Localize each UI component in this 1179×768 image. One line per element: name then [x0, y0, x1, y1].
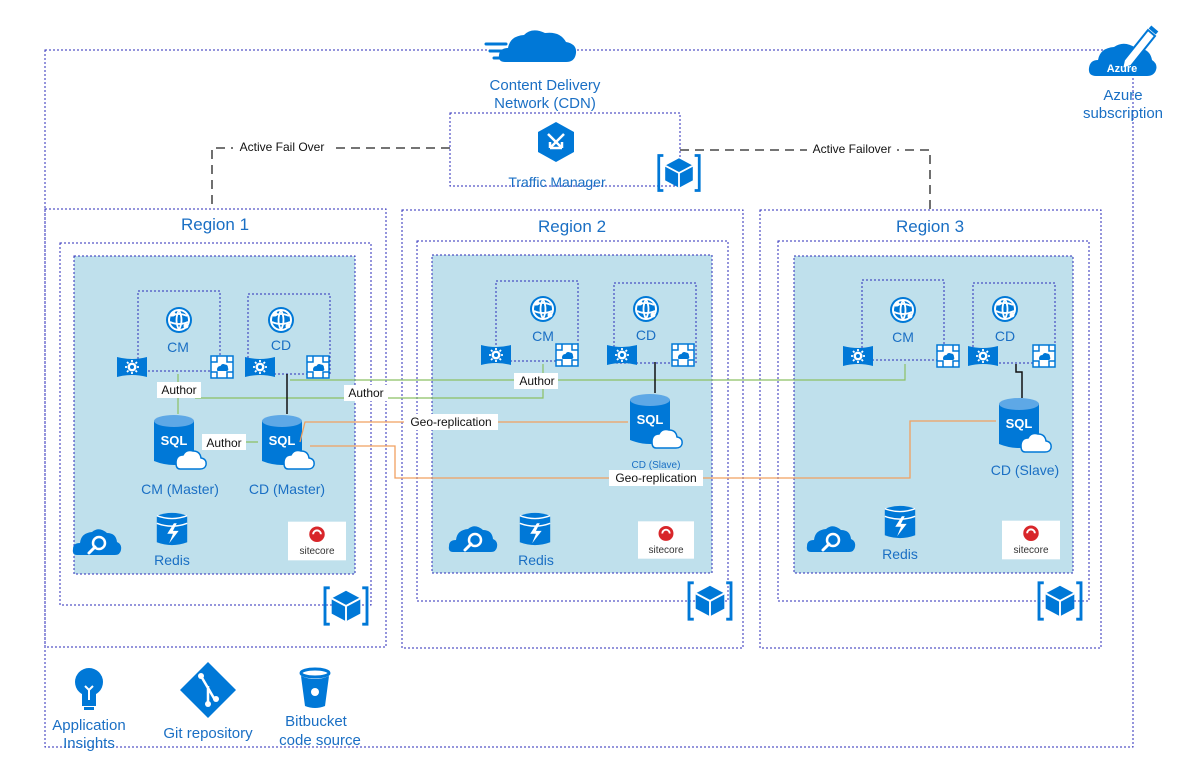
sitecore-label: sitecore — [299, 546, 334, 557]
cm-label: CM — [167, 339, 189, 355]
cdn-label-line1: Content Delivery — [490, 77, 601, 94]
failover-right-label: Active Failover — [813, 142, 892, 156]
bitbucket-label-2: code source — [279, 732, 361, 749]
cm-label: CM — [892, 329, 914, 345]
sitecore-label: sitecore — [1013, 545, 1048, 556]
cd-gear-icon — [607, 344, 637, 366]
author-label-r1-b: Author — [206, 436, 241, 450]
cm-label: CM — [532, 328, 554, 344]
cm-gear-icon — [843, 345, 873, 367]
git-repository-label: Git repository — [163, 725, 253, 742]
cm-cloud-tile-icon — [936, 344, 960, 368]
git-icon — [180, 662, 236, 718]
application-insights-label-1: Application — [52, 717, 125, 734]
azure-badge: Azure — [1107, 63, 1138, 75]
region-3: Region 3 CM CD CD (Slave) Redis sitecore — [759, 209, 1102, 649]
failover-right-line — [680, 149, 931, 210]
failover-left-label: Active Fail Over — [240, 140, 325, 154]
cd-slave-label: CD (Slave) — [991, 462, 1059, 478]
bitbucket-code-source: Bitbucket code source — [279, 667, 361, 749]
region-1-resource-group-icon — [323, 586, 369, 626]
cd-gear-icon — [245, 356, 275, 378]
cdn-cloud-icon — [484, 30, 577, 62]
application-insights-label-2: Insights — [63, 735, 115, 752]
cd-cloud-tile-icon — [306, 355, 330, 379]
cm-webapp-icon — [529, 295, 557, 323]
cd-label: CD — [995, 328, 1015, 344]
region-3-title: Region 3 — [896, 217, 964, 236]
region-1: Region 1 CM CD CM (Master) CD (Master) R… — [44, 208, 387, 648]
azure-cloud-icon — [1088, 25, 1159, 76]
region-1-title: Region 1 — [181, 215, 249, 234]
cd-cloud-tile-icon — [1032, 344, 1056, 368]
cm-webapp-icon — [889, 296, 917, 324]
cm-gear-icon — [117, 356, 147, 378]
cm-webapp-icon — [165, 306, 193, 334]
azure-label-line1: Azure — [1103, 87, 1142, 104]
author-label-r2: Author — [519, 374, 554, 388]
bitbucket-label-1: Bitbucket — [285, 713, 348, 730]
redis-label: Redis — [882, 546, 918, 562]
region-2-resource-group-icon — [687, 581, 733, 621]
cd-slave-label: CD (Slave) — [632, 460, 681, 471]
cd-webapp-icon — [991, 295, 1019, 323]
bucket-icon — [299, 667, 331, 708]
azure-label-line2: subscription — [1083, 105, 1163, 122]
traffic-manager-icon — [538, 122, 574, 162]
application-insights: Application Insights — [52, 668, 126, 752]
author-line-cross-2 — [290, 364, 906, 381]
cm-gear-icon — [481, 344, 511, 366]
cm-cloud-tile-icon — [555, 343, 579, 367]
cd-label: CD — [271, 337, 291, 353]
geo-line-region-2 — [299, 421, 628, 443]
sitecore-label: sitecore — [648, 545, 683, 556]
traffic-manager-label: Traffic Manager — [508, 174, 606, 190]
lightbulb-icon — [75, 668, 103, 710]
geo-replication-label-1: Geo-replication — [410, 415, 491, 429]
git-repository: Git repository — [163, 662, 253, 742]
cm-master-label: CM (Master) — [141, 481, 219, 497]
traffic-manager-frame — [449, 112, 681, 187]
cm-cloud-tile-icon — [210, 355, 234, 379]
cd-master-label: CD (Master) — [249, 481, 325, 497]
cd-webapp-icon — [632, 295, 660, 323]
cdn-label-line2: Network (CDN) — [494, 95, 596, 112]
cd-webapp-icon — [267, 306, 295, 334]
redis-label: Redis — [154, 552, 190, 568]
cd-gear-icon — [968, 345, 998, 367]
redis-label: Redis — [518, 552, 554, 568]
cd-cloud-tile-icon — [671, 343, 695, 367]
region-2-title: Region 2 — [538, 217, 606, 236]
author-label-cross: Author — [348, 386, 383, 400]
redis-icon — [884, 505, 916, 539]
redis-icon — [156, 512, 188, 546]
cd-label: CD — [636, 327, 656, 343]
geo-replication-label-2: Geo-replication — [615, 471, 696, 485]
author-label-r1-a: Author — [161, 383, 196, 397]
failover-left-line — [211, 147, 450, 210]
redis-icon — [519, 512, 551, 546]
cdn-resource-group-icon — [657, 154, 701, 192]
